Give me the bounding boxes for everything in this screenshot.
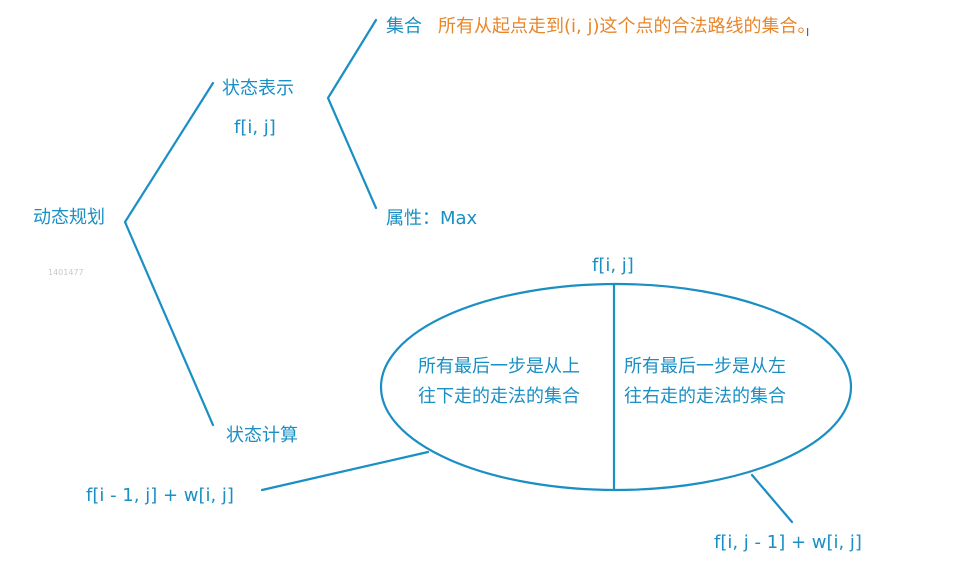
root-bracket-line bbox=[123, 81, 215, 427]
state-calc-label: 状态计算 bbox=[226, 425, 298, 446]
watermark: 1401477 bbox=[48, 268, 84, 277]
right-cell-line1: 所有最后一步是从左 bbox=[624, 356, 786, 377]
root-label: 动态规划 bbox=[33, 207, 105, 228]
text-cursor-icon: I bbox=[806, 26, 810, 39]
state-repr-label: 状态表示 bbox=[222, 78, 294, 99]
attr-label: 属性：Max bbox=[386, 208, 478, 229]
state-calc-ellipse bbox=[379, 282, 853, 492]
right-cell-line2: 往右走的走法的集合 bbox=[624, 386, 786, 407]
left-formula-connector bbox=[260, 450, 430, 492]
left-formula: f[i - 1, j] + w[i, j] bbox=[86, 485, 234, 506]
left-cell-text: 所有最后一步是从上 往下走的走法的集合 bbox=[418, 352, 580, 412]
state-repr-sub: f[i, j] bbox=[234, 117, 276, 138]
set-label: 集合 bbox=[386, 16, 422, 37]
left-cell-line2: 往下走的走法的集合 bbox=[418, 386, 580, 407]
state-repr-bracket-line bbox=[326, 18, 378, 210]
set-description: 所有从起点走到(i, j)这个点的合法路线的集合。 bbox=[438, 16, 816, 37]
right-formula-connector bbox=[750, 473, 794, 524]
left-cell-line1: 所有最后一步是从上 bbox=[418, 356, 580, 377]
ellipse-title: f[i, j] bbox=[592, 255, 634, 276]
right-formula: f[i, j - 1] + w[i, j] bbox=[714, 532, 862, 553]
right-cell-text: 所有最后一步是从左 往右走的走法的集合 bbox=[624, 352, 786, 412]
